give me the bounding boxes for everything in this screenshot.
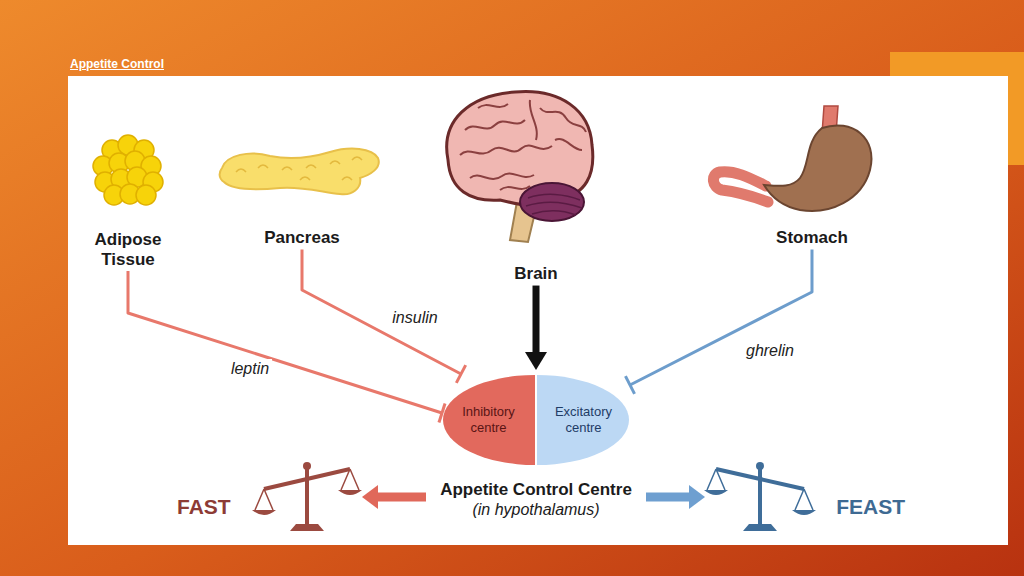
organ-label: Pancreas: [261, 226, 343, 250]
scale-strings: [255, 469, 359, 510]
connector-group: [128, 250, 812, 497]
hormone-label: leptin: [228, 359, 272, 378]
hormone-label: insulin: [389, 308, 440, 327]
white-panel: [68, 76, 1008, 545]
stomach-body: [764, 125, 871, 211]
node-text: Adipose Tissue: [94, 230, 161, 269]
balance-scale: [252, 462, 362, 531]
scale-pan: [704, 490, 728, 495]
node-text: Excitatory centre: [548, 404, 620, 435]
scale-beam: [716, 469, 804, 489]
cerebellum-folds: [526, 194, 582, 215]
scale-pan: [338, 490, 362, 495]
inhibition-line: [128, 271, 442, 413]
hormone-label: ghrelin: [743, 341, 797, 360]
scale-pivot: [303, 462, 311, 470]
excitatory-half: Excitatory centre: [537, 374, 630, 466]
input-arrow: [533, 286, 540, 352]
node-text: FEAST: [836, 495, 905, 519]
node-text: Appetite Control Centre: [440, 480, 632, 500]
node-text: Inhibitory centre: [453, 404, 525, 435]
fat-cell: [136, 185, 156, 205]
inhibition-line: [630, 250, 812, 385]
outcome-label: FEAST: [705, 472, 910, 542]
node-text: Pancreas: [264, 228, 340, 248]
pancreas-illustration: [220, 149, 379, 195]
pancreas-shape: [220, 149, 379, 195]
scale-base: [743, 524, 777, 531]
organ-label: Stomach: [773, 226, 851, 250]
scale-strings: [707, 469, 813, 510]
balance-scale: [704, 462, 816, 531]
half-ellipse-fill: [537, 375, 629, 465]
node-text: FAST: [177, 495, 231, 519]
outcome-arrow: [646, 493, 689, 502]
outcome-arrow: [378, 493, 426, 502]
stomach-illustration: [713, 106, 871, 211]
half-ellipse-fill: [443, 375, 535, 465]
node-text: (in hypothalamus): [472, 500, 599, 520]
scale-pan: [792, 510, 816, 515]
duodenum: [713, 172, 768, 202]
outcome-label: FAST: [172, 472, 362, 542]
adipose-illustration: [93, 135, 163, 205]
scale-pan: [252, 510, 276, 515]
scale-beam: [264, 469, 350, 489]
inhibition-line: [302, 250, 461, 374]
scale-pivot: [756, 462, 764, 470]
node-text: Brain: [514, 264, 557, 284]
scale-base: [290, 524, 324, 531]
pancreas-texture: [236, 157, 362, 180]
slide-title: Appetite Control: [70, 57, 164, 71]
brain-illustration: [447, 92, 593, 242]
control-centre: Appetite Control Centre(in hypothalamus)…: [426, 370, 646, 526]
inhibitory-half: Inhibitory centre: [442, 374, 535, 466]
node-text: Stomach: [776, 228, 848, 248]
brain-folds: [460, 100, 586, 190]
cerebellum: [520, 183, 584, 221]
organ-label: Brain: [511, 262, 560, 286]
organ-label: Adipose Tissue: [91, 228, 164, 271]
